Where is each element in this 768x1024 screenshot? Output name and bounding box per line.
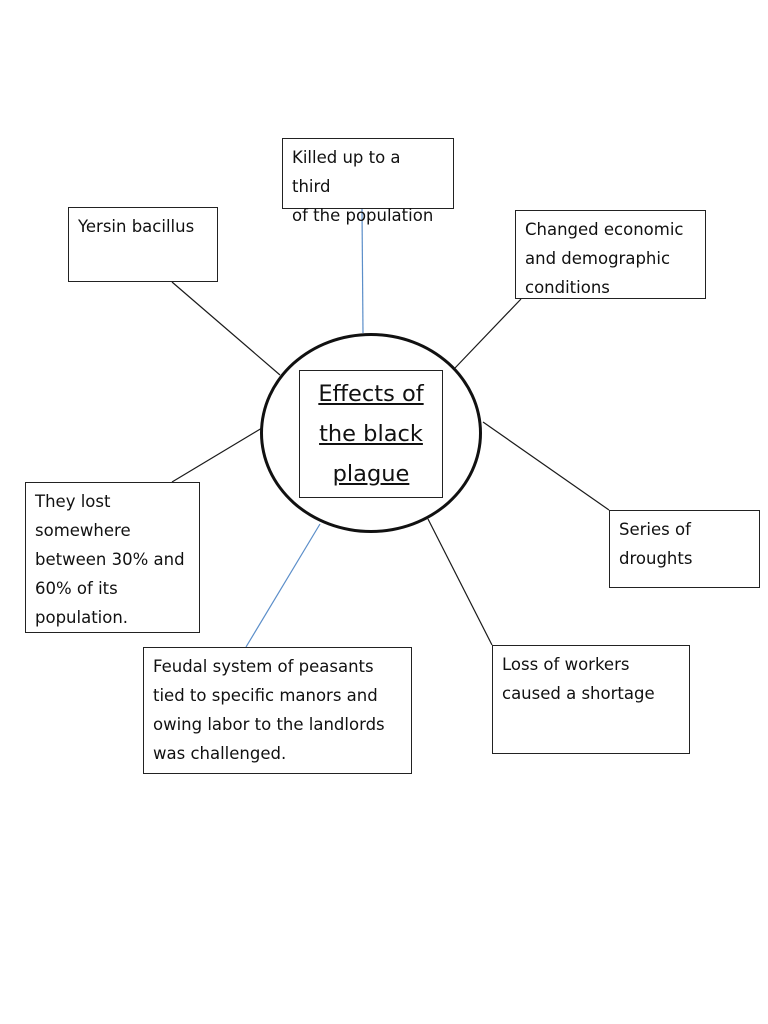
connector-droughts: [482, 421, 610, 511]
connector-yersin: [171, 281, 281, 376]
central-topic-box: Effects of the black plague: [299, 370, 443, 498]
effect-box-killed: Killed up to a third of the population: [282, 138, 454, 225]
connector-killed: [361, 208, 364, 334]
central-topic-title: Effects of the black plague: [318, 381, 424, 487]
effect-box-droughts: Series of droughts: [609, 510, 760, 588]
effect-box-feudal-system: Feudal system of peasants tied to specif…: [143, 647, 412, 774]
connector-feudal: [245, 523, 321, 648]
effect-box-worker-shortage: Loss of workers caused a shortage: [492, 645, 690, 754]
effect-box-changed-conditions: Changed economic and demographic conditi…: [515, 210, 706, 299]
connector-lost: [171, 427, 263, 483]
effect-box-population-lost: They lost somewhere between 30% and 60% …: [25, 482, 200, 633]
connector-changed: [454, 298, 522, 369]
connector-loss: [427, 518, 493, 646]
effect-box-yersin: Yersin bacillus: [68, 207, 218, 282]
